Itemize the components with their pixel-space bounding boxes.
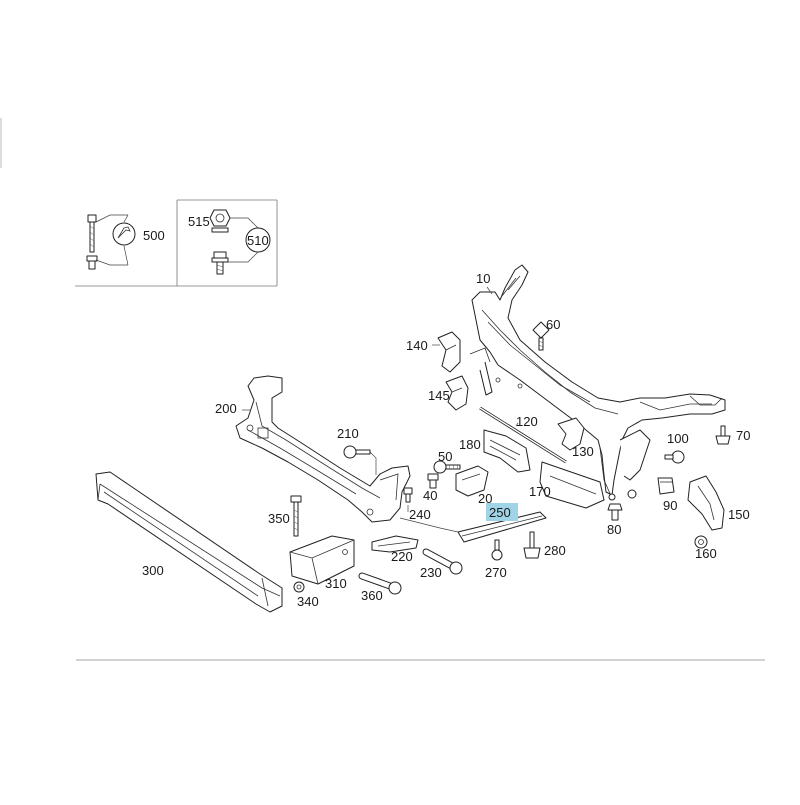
upper-cross-member-part: [469, 264, 726, 501]
label-350[interactable]: 350: [268, 511, 290, 526]
label-240[interactable]: 240: [409, 507, 431, 522]
label-170[interactable]: 170: [529, 484, 551, 499]
label-20[interactable]: 20: [478, 491, 492, 506]
bolt-210-icon: [343, 445, 377, 475]
label-230[interactable]: 230: [420, 565, 442, 580]
washer-340-icon: [293, 581, 305, 593]
panel-180-part: [483, 429, 531, 473]
label-500[interactable]: 500: [143, 228, 165, 243]
label-270[interactable]: 270: [485, 565, 507, 580]
bolt-50-icon: [433, 460, 461, 474]
label-340[interactable]: 340: [297, 594, 319, 609]
bolt-240-icon: [403, 487, 413, 512]
bracket-220-part: [371, 535, 419, 553]
bolt-100-icon: [664, 450, 685, 464]
label-80[interactable]: 80: [607, 522, 621, 537]
label-220[interactable]: 220: [391, 549, 413, 564]
label-300[interactable]: 300: [142, 563, 164, 578]
highlight-250[interactable]: [486, 503, 518, 521]
label-70[interactable]: 70: [736, 428, 750, 443]
label-145[interactable]: 145: [428, 388, 450, 403]
label-210[interactable]: 210: [337, 426, 359, 441]
lower-cross-member-part: [235, 375, 411, 523]
bumper-beam-part: [95, 471, 283, 613]
label-60[interactable]: 60: [546, 317, 560, 332]
bolt-510-icon: [211, 217, 271, 275]
bolt-40-icon: [427, 473, 439, 489]
label-10[interactable]: 10: [476, 271, 490, 286]
label-120[interactable]: 120: [516, 414, 538, 429]
inset-legend: 500 515 510: [75, 199, 278, 287]
bracket-20-part: [455, 465, 489, 497]
label-180[interactable]: 180: [459, 437, 481, 452]
bracket-150-part: [687, 475, 725, 531]
bolt-350-icon: [290, 495, 302, 537]
label-40[interactable]: 40: [423, 488, 437, 503]
bolt-80-icon: [607, 503, 623, 521]
label-150[interactable]: 150: [728, 507, 750, 522]
label-140[interactable]: 140: [406, 338, 428, 353]
bolt-230-icon: [422, 548, 463, 575]
label-510[interactable]: 510: [247, 233, 269, 248]
label-50[interactable]: 50: [438, 449, 452, 464]
label-90[interactable]: 90: [663, 498, 677, 513]
bolt-500-icon: [86, 214, 136, 270]
bolt-60-icon: [532, 321, 550, 351]
panel-170-part: [539, 461, 605, 509]
rod-120-part: [479, 406, 567, 464]
bracket-145-part: [445, 375, 469, 411]
bolt-360-icon: [358, 572, 402, 595]
label-130[interactable]: 130: [572, 444, 594, 459]
clip-90-icon: [657, 477, 675, 495]
nut-515-icon: [209, 209, 231, 233]
bolt-70-icon: [715, 425, 731, 445]
bracket-130-part: [557, 417, 585, 451]
bolt-270-icon: [491, 539, 503, 561]
bracket-140-part: [437, 331, 461, 373]
bolt-280-icon: [523, 531, 541, 559]
label-360[interactable]: 360: [361, 588, 383, 603]
label-250[interactable]: 250: [489, 505, 511, 520]
label-160[interactable]: 160: [695, 546, 717, 561]
label-310[interactable]: 310: [325, 576, 347, 591]
bracket-310-part: [289, 535, 355, 585]
label-515[interactable]: 515: [188, 214, 210, 229]
nut-160-icon: [694, 535, 708, 549]
label-200[interactable]: 200: [215, 401, 237, 416]
label-280[interactable]: 280: [544, 543, 566, 558]
label-100[interactable]: 100: [667, 431, 689, 446]
